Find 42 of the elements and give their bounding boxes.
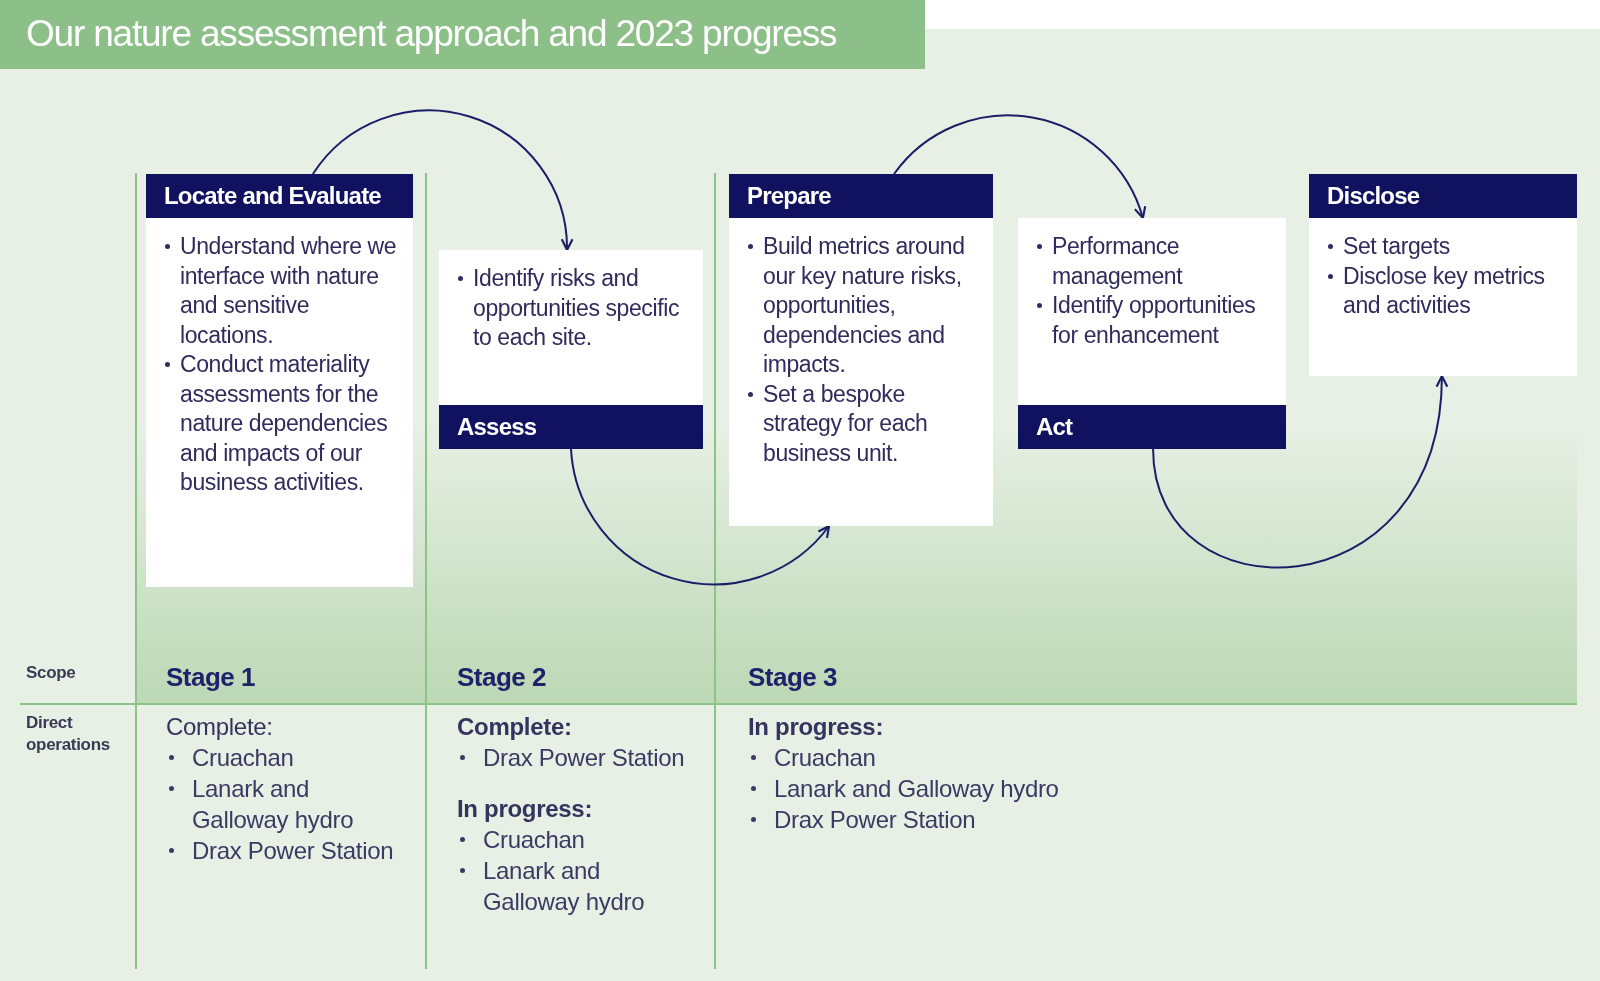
step-header: Disclose — [1309, 174, 1577, 218]
list-item: Drax Power Station — [457, 742, 687, 773]
bullet-text: Identify opportunities for enhancement — [1037, 291, 1272, 350]
status-heading: Complete: — [166, 712, 274, 742]
bullet-text: Identify risks and opportunities specific to each site. — [458, 264, 689, 353]
list-item: Lanark and Galloway hydro — [748, 773, 1448, 804]
step-card — [439, 250, 703, 449]
list-item: Drax Power Station — [748, 804, 1448, 835]
column-heading: Stage 3 — [748, 662, 837, 693]
row-label: Direct operations — [26, 712, 111, 756]
column-heading: Stage 2 — [457, 662, 546, 693]
list-item: Cruachan — [166, 742, 396, 773]
diagram-title: Our nature assessment approach and 2023 progress — [26, 12, 837, 56]
bullet-text: Build metrics around our key nature risks, opportunities, dependencies and impacts. — [748, 232, 979, 380]
status-heading: Complete: — [457, 712, 573, 742]
list-item: Lanark and Galloway hydro — [457, 855, 687, 917]
step-card — [729, 174, 993, 526]
step-header: Assess — [439, 405, 703, 449]
bullet-text: Disclose key metrics and activities — [1328, 261, 1563, 321]
list-item: Drax Power Station — [166, 835, 396, 866]
list-item: Cruachan — [457, 824, 687, 855]
status-heading: In progress: — [457, 794, 594, 824]
curved-arrow — [1152, 374, 1448, 568]
curved-arrow — [893, 114, 1146, 220]
step-header: Act — [1018, 405, 1286, 449]
step-card — [146, 174, 413, 587]
curved-arrow — [311, 109, 573, 252]
row-label: Scope — [26, 662, 77, 684]
bullet-text: Understand where we interface with nature and sensitive locations. — [165, 232, 399, 350]
step-header: Prepare — [729, 174, 993, 218]
curved-arrow — [570, 448, 831, 586]
bullet-text: Performance management — [1037, 232, 1272, 291]
bullet-text: Conduct materiality assessments for the nature dependencies and impacts of our business activities. — [165, 350, 399, 498]
step-card — [1309, 174, 1577, 376]
status-heading: In progress: — [748, 712, 885, 742]
step-header: Locate and Evaluate — [146, 174, 413, 218]
list-item: Lanark and Galloway hydro — [166, 773, 396, 835]
bullet-text: Set a bespoke strategy for each business unit. — [748, 379, 979, 468]
column-heading: Stage 1 — [166, 662, 255, 693]
list-item: Cruachan — [748, 742, 1448, 773]
step-card — [1018, 218, 1286, 449]
bullet-text: Set targets — [1328, 232, 1563, 262]
